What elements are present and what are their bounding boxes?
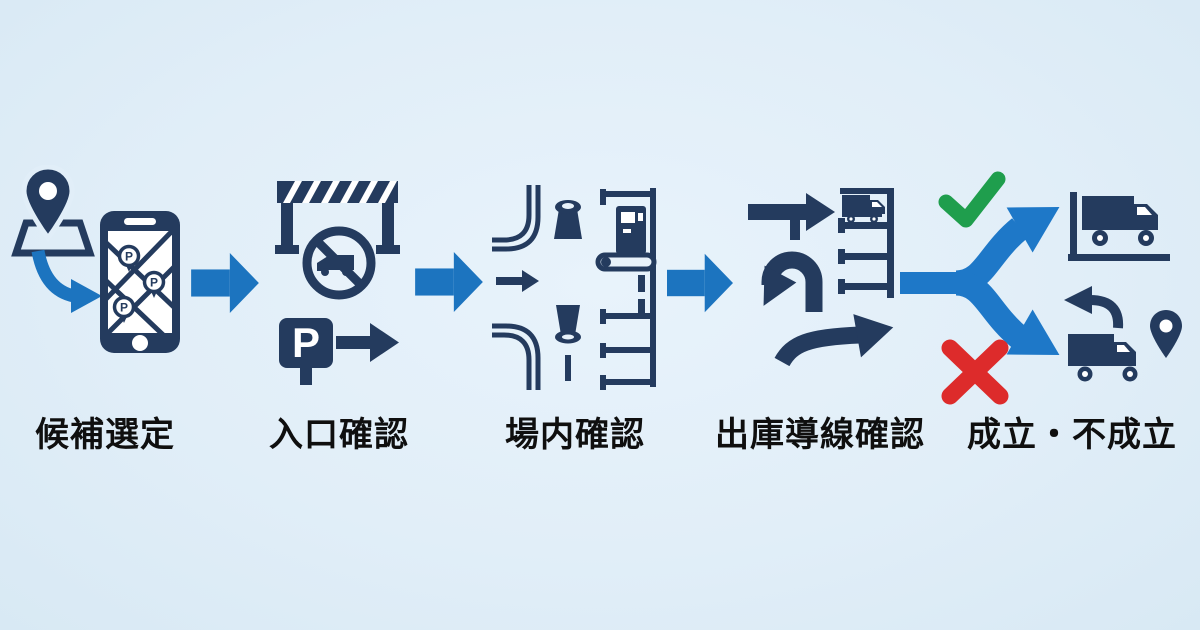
smartphone-parking-map-icon: P P P (100, 211, 180, 353)
returning-truck-icon (1068, 334, 1138, 382)
truck-in-slot-icon (838, 188, 894, 298)
flow-arrow-2 (415, 252, 483, 312)
map-roads (108, 231, 172, 333)
cross-icon (941, 339, 1009, 405)
gate-arm-icon (595, 252, 657, 272)
parking-slots-icon (600, 188, 656, 390)
flow-arrow-3 (667, 253, 733, 313)
parking-kiosk-icon (616, 206, 646, 254)
site-lane-icon (492, 185, 541, 390)
branch-arrow-icon (900, 207, 1060, 355)
parking-sign-icon: P (279, 318, 333, 385)
parking-pin-letter: P (125, 250, 133, 264)
straight-arrow-icon (748, 193, 835, 240)
bollard-icon (555, 305, 581, 381)
parking-pin-icon: P (142, 270, 166, 298)
step-result-illustration (900, 171, 1182, 405)
curved-exit-arrow-icon (774, 314, 894, 366)
parking-pin-icon: P (117, 244, 141, 272)
map-pin-icon (11, 165, 95, 257)
step-label-result: 成立・不成立 (967, 416, 1177, 454)
return-arrow-icon (1064, 286, 1124, 329)
bollard-icon (554, 200, 582, 239)
step-label-entrance-check: 入口確認 (269, 416, 409, 454)
step-onsite-check-illustration (492, 185, 657, 390)
svg-text:P: P (150, 276, 158, 290)
right-arrow-icon (336, 323, 399, 362)
check-icon (938, 171, 1006, 228)
docked-truck-icon (1068, 192, 1170, 261)
step-candidate-selection-illustration: P P P (11, 165, 180, 353)
svg-text:P: P (120, 301, 128, 315)
u-turn-arrow-icon (761, 251, 823, 312)
barrier-gate-icon (275, 181, 400, 254)
parking-pin-icon: P (112, 295, 136, 323)
step-label-onsite-check: 場内確認 (505, 416, 645, 454)
curved-route-arrow-icon (31, 249, 102, 313)
no-trucks-sign-icon (302, 226, 376, 300)
step-exit-route-illustration (748, 188, 894, 366)
step-entrance-check-illustration: P (275, 181, 400, 385)
step-label-exit-route-check: 出庫導線確認 (715, 416, 925, 454)
parking-sign-letter: P (292, 319, 320, 366)
flow-arrow-1 (191, 253, 259, 313)
destination-pin-icon (1150, 310, 1182, 358)
step-label-candidate-selection: 候補選定 (35, 416, 175, 454)
